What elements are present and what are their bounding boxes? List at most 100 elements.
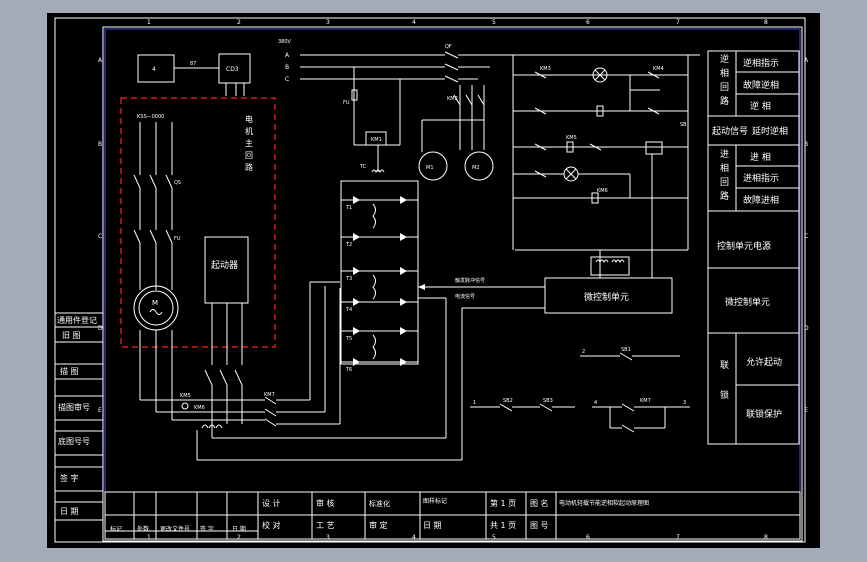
mcu-block: 微控制单元 触发脉冲信号 电流信号 bbox=[418, 277, 673, 314]
device-label: SB3 bbox=[543, 398, 553, 404]
top-left-boxes: 4 CD3 87 bbox=[137, 53, 251, 96]
thyristor-label: T3 bbox=[345, 276, 352, 282]
title-cell: 标准化 bbox=[369, 499, 390, 508]
grid-row-label: C bbox=[804, 233, 808, 240]
thyristor-label: T1 bbox=[345, 205, 352, 211]
title-cell: 校 对 bbox=[262, 520, 281, 530]
phase-label: C bbox=[285, 76, 289, 83]
box-label: 4 bbox=[152, 66, 156, 73]
panel-item: 进相指示 bbox=[743, 172, 779, 184]
node-label: 1 bbox=[473, 400, 476, 406]
motor-label: M bbox=[152, 299, 158, 307]
title-cell: 日 期 bbox=[423, 521, 442, 530]
border-frame bbox=[102, 26, 803, 542]
grid-col-label: 7 bbox=[676, 534, 680, 541]
device-label: SB bbox=[680, 122, 687, 128]
grid-col-label: 6 bbox=[586, 534, 590, 541]
title-cell: 图样标记 bbox=[423, 497, 447, 505]
phase-label: B bbox=[285, 64, 289, 71]
thyristor-label: T6 bbox=[345, 367, 352, 373]
device-label: KM6 bbox=[194, 405, 205, 411]
phase-label: A bbox=[285, 52, 290, 59]
box-label: CD3 bbox=[226, 66, 239, 73]
machine-dashed-box bbox=[120, 97, 276, 348]
title-cell: 图 名 bbox=[530, 498, 549, 508]
device-label: KM1 bbox=[371, 137, 382, 143]
device-label: QF bbox=[445, 44, 452, 50]
strip-label: 签 字 bbox=[60, 473, 79, 483]
device-label: SB1 bbox=[621, 347, 631, 353]
title-cell: 第 1 页 bbox=[490, 498, 516, 508]
grid-col-label: 5 bbox=[492, 534, 496, 541]
panel-item: 逆相指示 bbox=[743, 57, 779, 69]
device-label: KM3 bbox=[540, 66, 551, 72]
strip-label: 描图审号 bbox=[58, 402, 90, 412]
title-cell: 日 期 bbox=[232, 525, 246, 533]
device-label: KM2 bbox=[447, 96, 458, 102]
device-label: KM7 bbox=[264, 392, 275, 398]
title-block: 设 计 审 核 标准化 图样标记 第 1 页 图 名 电动机轻载节能逆相软起动原… bbox=[104, 491, 801, 540]
drawing-title: 电动机轻载节能逆相软起动原理图 bbox=[559, 499, 649, 507]
machine-code: KSS—0000 bbox=[137, 114, 164, 120]
supply-label: 380V bbox=[278, 39, 292, 45]
grid-col-label: 4 bbox=[412, 534, 416, 541]
device-label: KM4 bbox=[653, 66, 664, 72]
strip-label: 旧 图 bbox=[62, 331, 81, 340]
left-strip: 通用件登记 旧 图 描 图 描图审号 底图号号 签 字 日 期 bbox=[54, 312, 104, 543]
control-circuit: KM3 KM4 KM5 KM6 SB bbox=[512, 55, 689, 278]
device-label: KM7 bbox=[640, 398, 651, 404]
thyristor-pair: T6 bbox=[341, 358, 418, 373]
node-label: 4 bbox=[594, 400, 597, 406]
wire-label: 87 bbox=[190, 61, 196, 67]
thyristor-pair: T3 bbox=[341, 267, 418, 300]
supply-lines: 380V A B C QF KM1 FU TC bbox=[278, 39, 700, 174]
thyristor-pair: T5 bbox=[341, 327, 418, 360]
panel-item: 联锁保护 bbox=[746, 408, 782, 420]
grid-row-label: D bbox=[804, 325, 809, 332]
motor-label: M1 bbox=[426, 165, 434, 171]
grid-row-label: A bbox=[804, 57, 809, 64]
signal-label: 触发脉冲信号 bbox=[455, 277, 485, 284]
panel-group-vertical: 进相回路 bbox=[720, 149, 729, 202]
grid-col-label: 2 bbox=[237, 19, 241, 26]
right-panel: 逆相指示 故障逆相 逆 相 起动信号 延时逆相 进 相 进相指示 故障进相 控制… bbox=[707, 50, 800, 445]
fan-motors: KM2 M1 M2 bbox=[418, 85, 494, 181]
device-label: SB2 bbox=[503, 398, 513, 404]
device-label: TC bbox=[359, 164, 367, 170]
grid-col-label: 7 bbox=[676, 19, 680, 26]
title-cell: 工 艺 bbox=[316, 521, 335, 530]
thyristor-pair: T2 bbox=[341, 233, 418, 248]
thyristor-label: T5 bbox=[345, 336, 352, 342]
grid-col-label: 6 bbox=[586, 19, 590, 26]
motor-label: M2 bbox=[472, 165, 480, 171]
title-cell: 标记 bbox=[110, 525, 122, 533]
panel-item: 进 相 bbox=[750, 151, 771, 163]
grid-row-label: A bbox=[98, 57, 103, 64]
machine-label: 电机主回路 bbox=[245, 114, 253, 172]
mcu-box bbox=[544, 277, 673, 314]
title-cell: 审 定 bbox=[369, 520, 388, 530]
grid-col-label: 4 bbox=[412, 19, 416, 26]
panel-item: 允许起动 bbox=[746, 356, 782, 368]
strip-label: 通用件登记 bbox=[57, 315, 97, 325]
title-cell: 审 核 bbox=[316, 498, 335, 508]
title-cell: 签 字 bbox=[200, 525, 214, 533]
grid-row-label: C bbox=[98, 233, 102, 240]
grid-row-label: E bbox=[98, 407, 102, 414]
outer-frame bbox=[54, 17, 806, 543]
starter-label: 起动器 bbox=[211, 260, 238, 271]
panel-item: 故障逆相 bbox=[743, 79, 779, 91]
grid-row-label: E bbox=[804, 407, 808, 414]
title-cell: 共 1 页 bbox=[490, 521, 516, 530]
device-label: FU bbox=[343, 100, 350, 106]
panel-group-vertical: 逆相回路 bbox=[720, 53, 729, 107]
machine-wiring: KM7 KM5 KM6 bbox=[139, 281, 545, 461]
fan-motor-m1 bbox=[418, 151, 448, 181]
grid-col-label: 3 bbox=[326, 19, 330, 26]
grid-col-label: 8 bbox=[764, 19, 768, 26]
title-cell: 处数 bbox=[137, 525, 149, 533]
grid-row-label: D bbox=[98, 325, 103, 332]
strip-label: 底图号号 bbox=[58, 436, 90, 446]
